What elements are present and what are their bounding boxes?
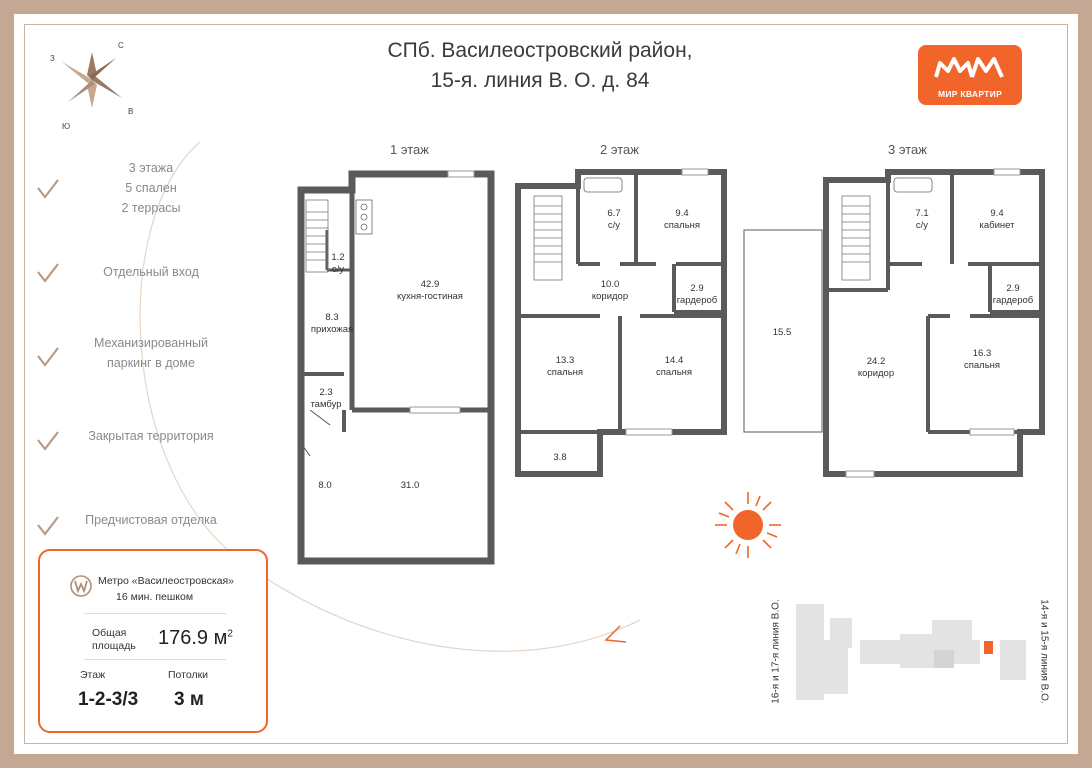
bathtub-icon <box>893 177 933 193</box>
metro-walk-time: 16 мин. пешком <box>116 591 194 603</box>
feature-parking: Механизированный паркинг в доме <box>66 333 236 373</box>
feature-territory: Закрытая территория <box>66 426 236 446</box>
room-label: 8.0 <box>318 480 332 491</box>
check-icon <box>37 347 59 367</box>
info-card: Метро «Василеостровская» 16 мин. пешком … <box>38 549 268 733</box>
check-icon <box>37 516 59 536</box>
title-line-1: СПб. Василеостровский район, <box>387 39 693 62</box>
floor-label: Этаж <box>80 669 106 681</box>
check-icon <box>37 179 59 199</box>
feature-text: 3 этажа <box>128 161 174 175</box>
floor-3-label: 3 этаж <box>888 142 927 157</box>
stove-icon <box>355 199 373 235</box>
logo-mark-icon <box>934 57 1004 78</box>
floor-2-label: 2 этаж <box>600 142 639 157</box>
feature-text: 5 спален <box>125 181 177 195</box>
feature-text: Механизированный <box>93 336 209 350</box>
brand-logo: МИР КВАРТИР <box>918 45 1022 105</box>
window-icon <box>845 168 1021 478</box>
street-right-label: 14-я и 15-я линия В.О. <box>1038 599 1050 704</box>
feature-text: паркинг в доме <box>107 356 195 370</box>
feature-entrance: Отдельный вход <box>66 262 236 282</box>
area-value: 176.9 м2 <box>158 627 233 649</box>
check-icon <box>37 431 59 451</box>
floor-value: 1-2-3/3 <box>78 689 139 710</box>
door-icon <box>309 409 331 426</box>
floor-1-walls <box>297 170 495 565</box>
check-icon <box>37 263 59 283</box>
page-title: СПб. Василеостровский район, 15-я. линия… <box>340 36 740 96</box>
ceiling-label: Потолки <box>168 669 209 681</box>
compass-icon: С З В Ю <box>50 41 133 131</box>
street-left-label: 16-я и 17-я линия В.О. <box>770 599 782 704</box>
logo-text: МИР КВАРТИР <box>937 89 1003 99</box>
arc-arrow-icon <box>604 625 627 643</box>
metro-icon <box>70 575 92 597</box>
target-marker <box>984 641 993 654</box>
ceiling-value: 3 м <box>174 689 204 710</box>
building-map <box>796 604 1026 700</box>
floor-3-walls <box>823 169 1045 477</box>
door-icon <box>302 445 311 457</box>
room-label: 3.8 <box>553 452 567 463</box>
feature-finish: Предчистовая отделка <box>66 510 236 530</box>
sun-icon <box>715 492 781 558</box>
compass-s: Ю <box>62 122 70 131</box>
floor-1-plan <box>297 170 495 565</box>
floor-1-label: 1 этаж <box>390 142 429 157</box>
divider <box>84 659 226 660</box>
feature-text: 2 террасы <box>121 201 181 215</box>
page-frame <box>24 24 1068 744</box>
feature-text: Отдельный вход <box>103 265 199 279</box>
window-icon <box>625 168 709 436</box>
terrace-outline <box>743 229 823 433</box>
room-label: 31.0 <box>400 480 420 491</box>
window-icon <box>409 170 475 414</box>
bathtub-icon <box>583 177 623 193</box>
compass-n: С <box>118 41 124 50</box>
metro-name: Метро «Василеостровская» <box>98 575 235 587</box>
floor-2-walls <box>515 169 727 477</box>
feature-text: Закрытая территория <box>88 429 214 443</box>
stairs-icon <box>305 199 329 273</box>
moon-icon <box>192 126 212 159</box>
title-line-2: 15-я. линия В. О. д. 84 <box>430 69 650 92</box>
room-label: 15.5 <box>772 327 792 338</box>
stairs-icon <box>841 195 871 281</box>
compass-w: З <box>50 54 55 63</box>
stairs-icon <box>533 195 563 281</box>
feature-text: Предчистовая отделка <box>85 513 217 527</box>
divider <box>84 613 226 614</box>
compass-e: В <box>128 107 133 116</box>
feature-floors: 3 этажа 5 спален 2 террасы <box>66 158 236 218</box>
area-label: Общая площадь <box>92 627 136 652</box>
